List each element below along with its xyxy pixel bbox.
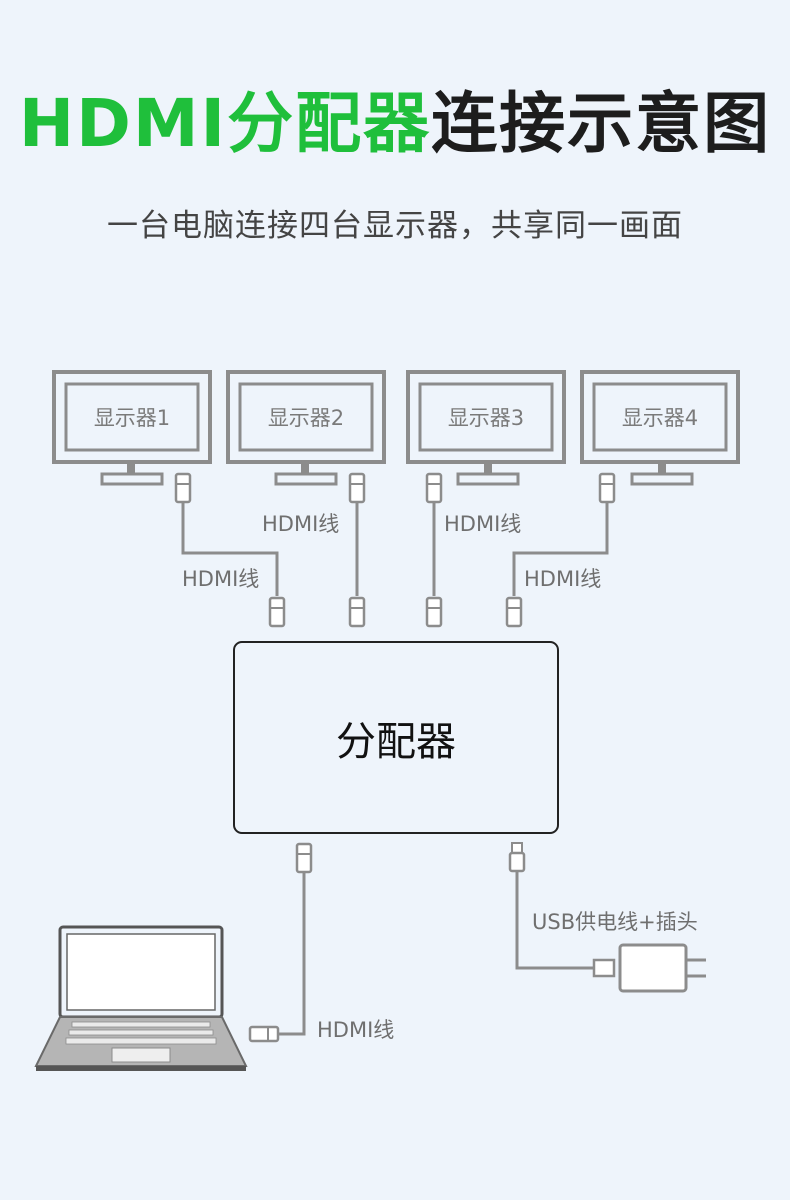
usb-power-cable bbox=[508, 842, 616, 978]
monitor-1-label: 显示器1 bbox=[93, 406, 171, 430]
cable-2-label: HDMI线 bbox=[262, 512, 340, 536]
cable-3-label: HDMI线 bbox=[444, 512, 522, 536]
laptop bbox=[34, 925, 248, 1071]
title-rest: 连接示意图 bbox=[431, 85, 772, 162]
splitter-box: 分配器 bbox=[233, 641, 559, 834]
monitor-4-label: 显示器4 bbox=[621, 406, 699, 430]
monitor-2 bbox=[226, 370, 386, 486]
hdmi-cable-3 bbox=[425, 472, 443, 628]
hdmi-cable-2 bbox=[348, 472, 366, 628]
monitor-4 bbox=[580, 370, 740, 486]
cable-4-label: HDMI线 bbox=[524, 567, 602, 591]
keyboard bbox=[65, 1021, 217, 1045]
input-cable-label: HDMI线 bbox=[317, 1018, 395, 1042]
hdmi-input-cable bbox=[248, 842, 313, 1043]
title-highlight: HDMI分配器 bbox=[18, 85, 432, 162]
page-title: HDMI分配器连接示意图 bbox=[0, 82, 790, 166]
cable-1-label: HDMI线 bbox=[182, 567, 260, 591]
power-adapter bbox=[618, 943, 706, 993]
page-subtitle: 一台电脑连接四台显示器，共享同一画面 bbox=[107, 208, 683, 244]
monitor-3-label: 显示器3 bbox=[447, 406, 525, 430]
hdmi-cable-4 bbox=[505, 472, 616, 628]
monitor-2-label: 显示器2 bbox=[267, 406, 345, 430]
monitor-1 bbox=[52, 370, 212, 486]
monitor-3 bbox=[406, 370, 566, 486]
power-cable-label: USB供电线+插头 bbox=[532, 910, 698, 934]
hdmi-cable-1 bbox=[174, 472, 286, 628]
splitter-label: 分配器 bbox=[336, 718, 456, 765]
